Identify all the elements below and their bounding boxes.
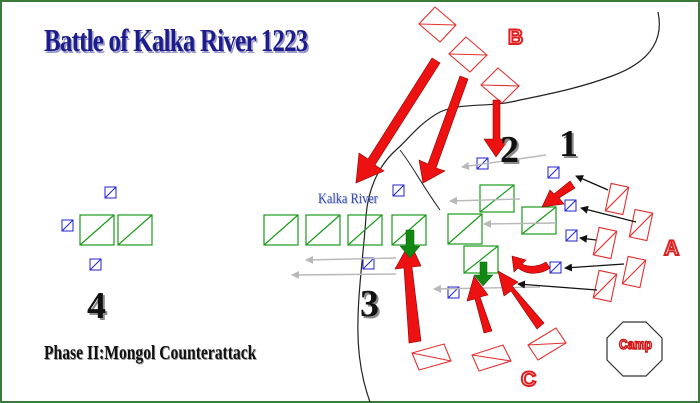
move-arrow-icon [517, 280, 598, 291]
advance-arrow-icon [473, 261, 494, 287]
mongol-unit-icon [592, 269, 618, 303]
retreat-arrow-icon [305, 255, 397, 264]
mongol-unit-icon [448, 36, 488, 73]
move-arrow-icon [580, 205, 637, 223]
rus-unit-icon [79, 214, 115, 246]
phase-number-4: 4 [87, 285, 106, 327]
rus-unit-icon [263, 214, 299, 246]
rus-unit-icon [117, 214, 153, 246]
phase-number-3: 3 [360, 283, 379, 325]
mongol-unit-icon [480, 67, 520, 104]
phase-caption: Phase II:Mongol Counterattack [44, 342, 257, 364]
scout-unit-icon [89, 258, 102, 271]
retreat-arrow-icon [291, 270, 397, 279]
attack-arrow-icon [483, 99, 510, 158]
attack-arrow-icon [541, 180, 576, 208]
attack-arrow-icon [355, 57, 441, 184]
scout-unit-icon [61, 219, 74, 232]
move-arrow-icon [575, 175, 609, 191]
scout-unit-icon [549, 261, 562, 274]
retreat-arrow-icon [483, 219, 557, 228]
tributary-line [399, 149, 441, 211]
rus-unit-icon [447, 213, 483, 245]
attack-arrow-icon [394, 241, 422, 344]
rus-units [79, 184, 557, 274]
advance-arrow-icon [399, 229, 421, 259]
scout-unit-icon [104, 186, 117, 199]
mongol-unit-icon [621, 255, 647, 289]
river-label: Kalka River [318, 191, 378, 207]
camp-octagon-icon [606, 321, 663, 377]
retreat-arrow-icon [461, 154, 547, 170]
scout-unit-icon [564, 199, 577, 212]
phase-number-1: 1 [559, 123, 578, 165]
rus-unit-icon [479, 184, 515, 213]
army-label-c: C [520, 367, 538, 392]
mongol-attack-arrows [355, 57, 576, 344]
kalka-river-line [357, 11, 660, 403]
mongol-unit-icon [604, 182, 630, 216]
rus-advance-arrows [399, 229, 494, 287]
army-label-b: B [507, 25, 525, 50]
scout-unit-icon [392, 184, 405, 197]
scout-unit-icon [362, 257, 375, 270]
army-label-a: A [663, 236, 681, 261]
mongol-unit-icon [628, 208, 654, 242]
map-title: Battle of Kalka River 1223 [44, 22, 308, 58]
retreat-arrow-icon [449, 196, 521, 205]
phase-number-2: 2 [500, 129, 519, 171]
attack-arrow-icon [511, 255, 551, 274]
mongol-units [411, 6, 654, 372]
camp-label: Camp [618, 335, 653, 353]
mongol-unit-icon [418, 6, 457, 43]
mongol-move-arrows [517, 175, 637, 291]
attack-arrow-icon [497, 270, 545, 330]
attack-arrow-icon [466, 275, 493, 334]
scout-unit-icon [565, 229, 578, 242]
rus-unit-icon [305, 214, 341, 246]
rus-unit-icon [521, 206, 557, 235]
mongol-unit-icon [527, 327, 567, 361]
attack-arrow-icon [418, 75, 469, 184]
rus-unit-icon [347, 214, 383, 246]
scout-unit-icon [547, 166, 560, 179]
mongol-unit-icon [471, 344, 512, 372]
mongol-unit-icon [411, 343, 452, 371]
move-arrow-icon [564, 263, 625, 272]
mongol-unit-icon [592, 226, 618, 260]
move-arrow-icon [579, 234, 597, 243]
